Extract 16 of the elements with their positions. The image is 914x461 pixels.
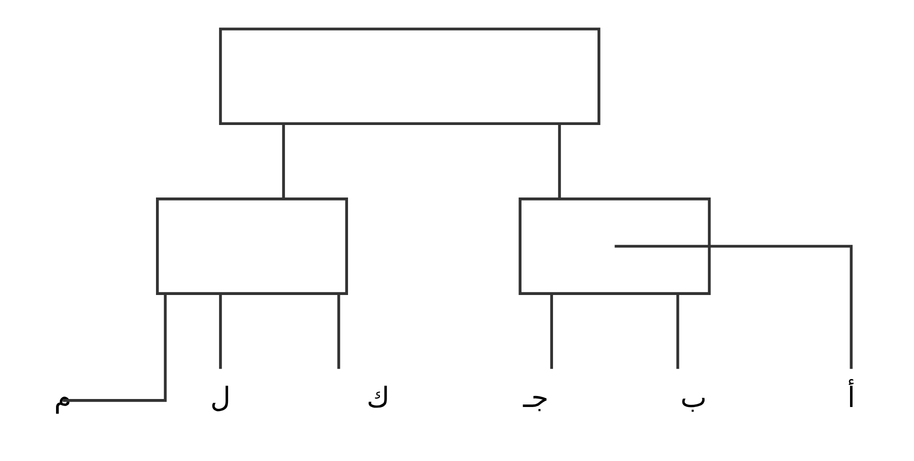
connector	[614, 244, 853, 369]
node-box	[156, 198, 348, 295]
node-text: ك	[366, 381, 390, 414]
connector	[337, 294, 340, 369]
connector	[219, 294, 222, 369]
node-text: جـ	[523, 381, 549, 414]
connector	[676, 294, 680, 369]
node-box	[518, 198, 711, 295]
connector	[62, 294, 167, 402]
node-text: ل	[210, 381, 231, 414]
node-text: ب	[680, 381, 707, 414]
connector	[282, 124, 285, 199]
node-box	[219, 28, 600, 126]
connector	[550, 294, 554, 369]
node-text: أ	[847, 381, 856, 414]
connector	[558, 124, 561, 199]
